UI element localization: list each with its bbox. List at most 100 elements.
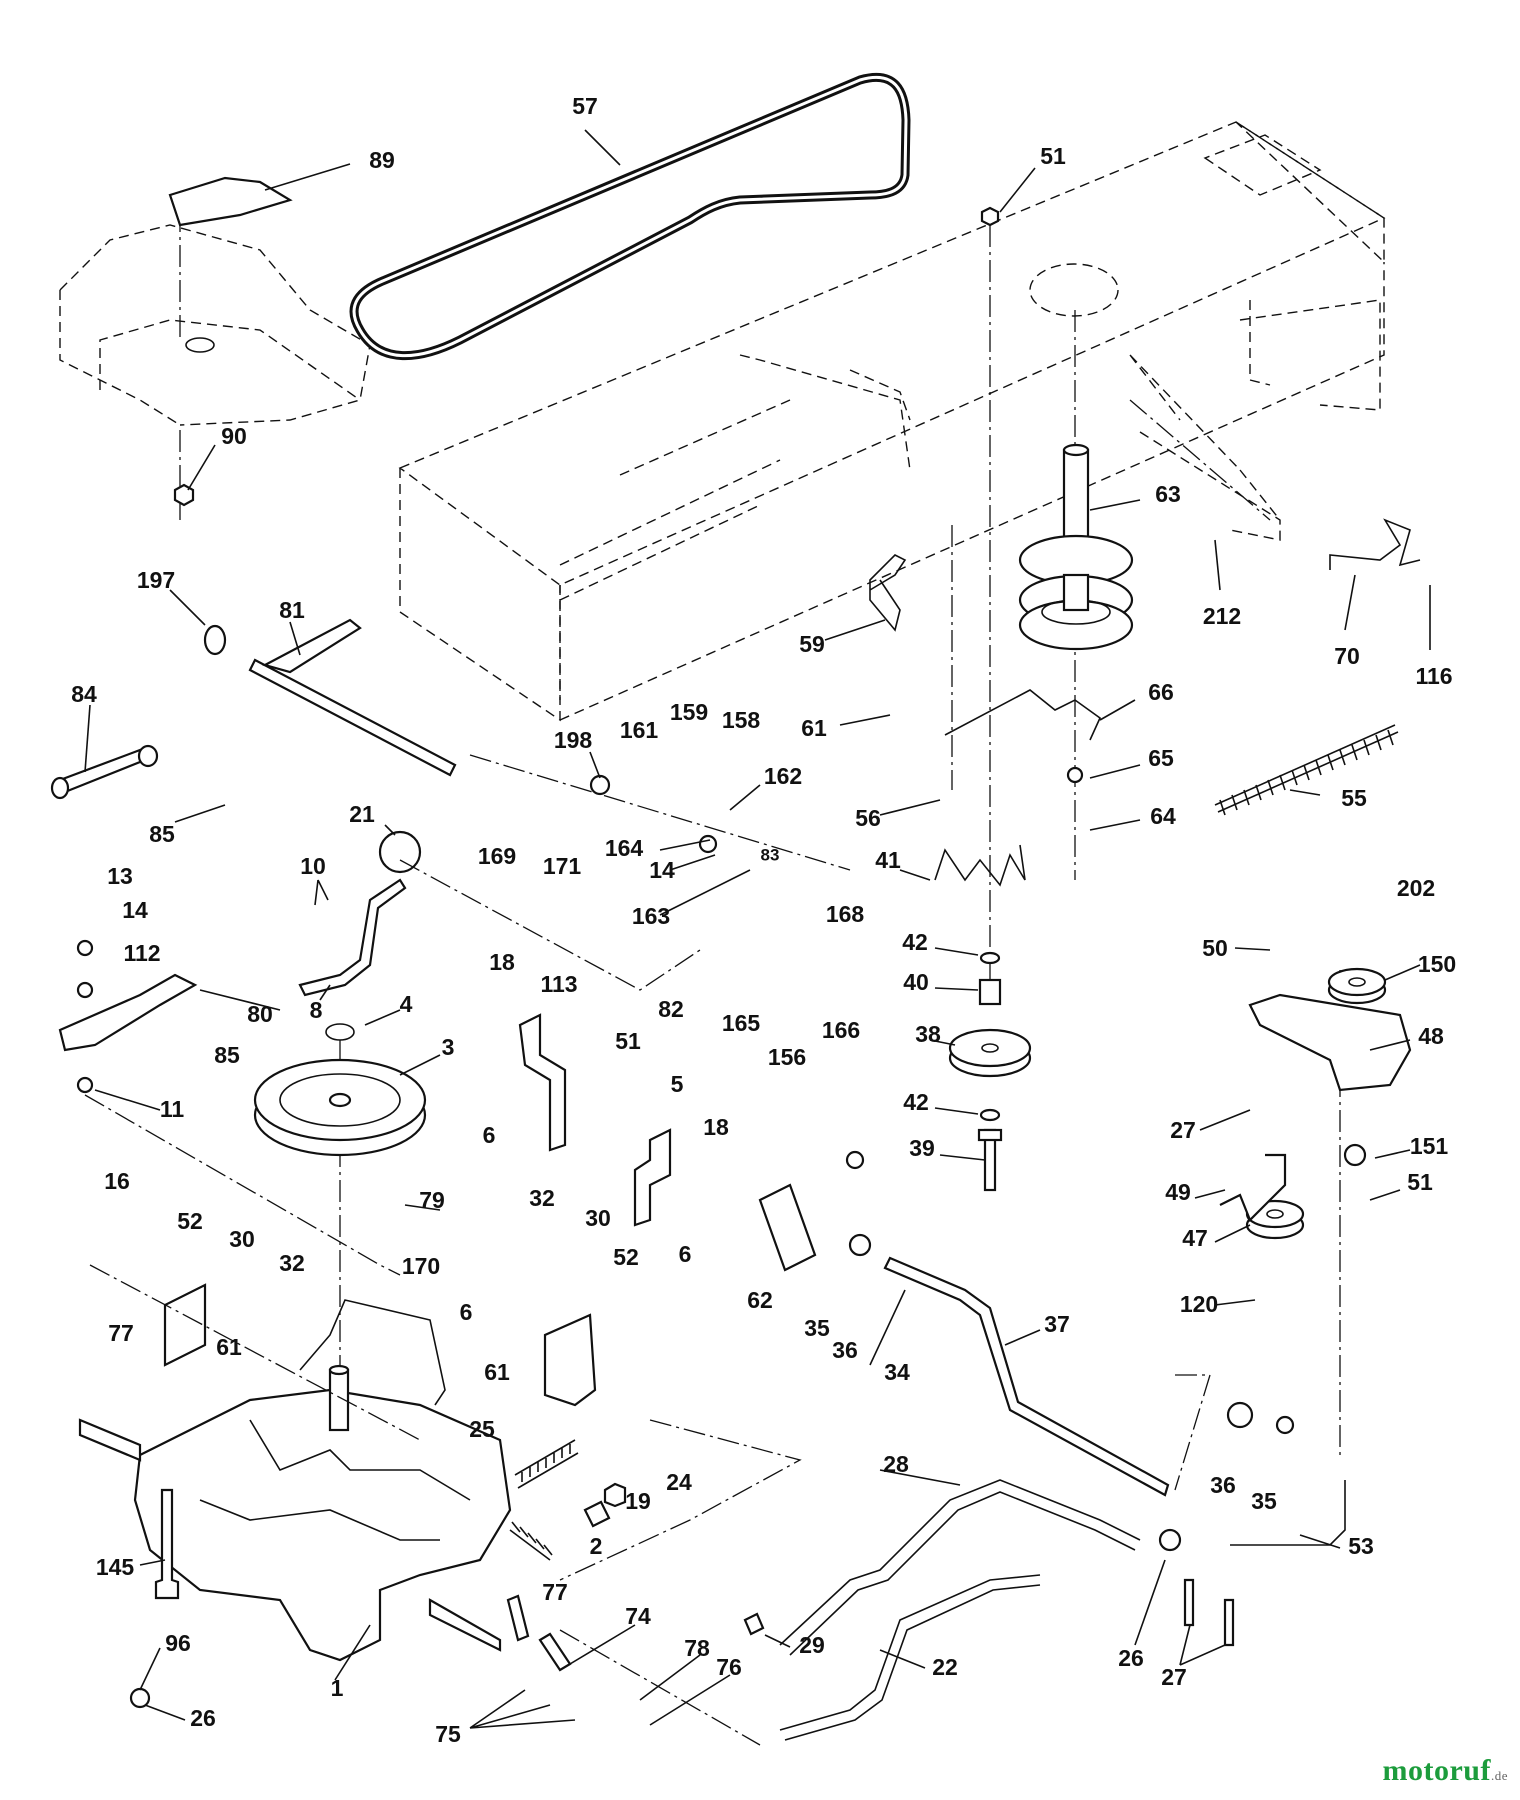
guide-line-lower <box>559 1419 802 1581</box>
part-label-163: 163 <box>632 903 670 929</box>
part-label-49: 49 <box>1165 1179 1191 1205</box>
part-label-150: 150 <box>1418 951 1456 977</box>
watermark: motoruf.de <box>1382 1754 1508 1788</box>
rod-70 <box>1329 518 1421 570</box>
part-label-89: 89 <box>369 147 395 173</box>
part-label-8: 8 <box>310 997 323 1023</box>
bracket-59 <box>869 554 907 632</box>
part-label-27: 27 <box>1170 1117 1196 1143</box>
pulley-150 <box>1327 967 1387 1005</box>
rod-28 <box>779 1479 1141 1656</box>
watermark-tld: .de <box>1490 1768 1508 1783</box>
part-label-42: 42 <box>902 929 928 955</box>
rod-66 <box>944 689 1101 741</box>
part-label-18: 18 <box>489 949 515 975</box>
part-label-47: 47 <box>1182 1225 1208 1251</box>
dash-panel <box>59 210 371 520</box>
part-label-48: 48 <box>1418 1023 1444 1049</box>
part-label-56: 56 <box>855 805 881 831</box>
part-label-2: 2 <box>590 1533 603 1559</box>
part-label-40: 40 <box>903 969 929 995</box>
part-label-151: 151 <box>1410 1133 1449 1159</box>
part-label-112: 112 <box>123 940 160 966</box>
part-label-120: 120 <box>1180 1291 1218 1317</box>
part-label-170: 170 <box>402 1253 440 1279</box>
part-label-63: 63 <box>1155 481 1181 507</box>
part-label-11: 11 <box>160 1096 185 1122</box>
rod-170 <box>299 1299 446 1406</box>
part-label-197: 197 <box>137 567 175 593</box>
part-label-81: 81 <box>279 597 305 623</box>
part-label-74: 74 <box>625 1603 651 1629</box>
guide-line-left <box>84 1094 401 1276</box>
part-label-171: 171 <box>543 853 582 879</box>
part-label-35: 35 <box>1251 1488 1277 1514</box>
part-label-26: 26 <box>190 1705 216 1731</box>
part-label-27: 27 <box>1161 1664 1187 1690</box>
part-label-52: 52 <box>613 1244 639 1270</box>
part-label-38: 38 <box>915 1021 941 1047</box>
part-label-169: 169 <box>478 843 516 869</box>
small-hardware <box>76 766 1367 1709</box>
bracket-5 <box>633 1128 672 1227</box>
part-label-6: 6 <box>483 1122 496 1148</box>
part-label-16: 16 <box>104 1168 130 1194</box>
watermark-brand: motoruf <box>1382 1754 1491 1787</box>
part-label-3: 3 <box>442 1034 455 1060</box>
part-label-10: 10 <box>300 853 326 879</box>
part-label-5: 5 <box>671 1071 684 1097</box>
guide-line-top <box>1129 399 1271 521</box>
part-label-85: 85 <box>149 821 175 847</box>
part-label-202: 202 <box>1397 875 1435 901</box>
cover-plate-89 <box>168 176 293 227</box>
part-label-75: 75 <box>435 1721 461 1747</box>
part-label-32: 32 <box>529 1185 555 1211</box>
part-label-35: 35 <box>804 1315 830 1341</box>
part-label-166: 166 <box>822 1017 860 1043</box>
part-label-51: 51 <box>1040 143 1066 169</box>
part-label-26: 26 <box>1118 1645 1144 1671</box>
part-label-6: 6 <box>460 1299 473 1325</box>
shift-lever-8 <box>298 830 422 997</box>
nut-51-top <box>980 206 1000 227</box>
transaxle-1 <box>78 1364 512 1662</box>
part-label-116: 116 <box>1415 663 1452 689</box>
rod-22 <box>779 1574 1041 1741</box>
part-label-145: 145 <box>96 1554 135 1580</box>
part-label-19: 19 <box>625 1488 651 1514</box>
leader-lines <box>84 129 1431 1729</box>
chassis-frame <box>398 121 1386 722</box>
part-label-113: 113 <box>540 971 577 997</box>
part-label-51: 51 <box>615 1028 641 1054</box>
part-label-25: 25 <box>469 1416 495 1442</box>
part-label-22: 22 <box>932 1654 958 1680</box>
part-label-14: 14 <box>649 857 675 883</box>
part-label-59: 59 <box>799 631 825 657</box>
link-84 <box>50 744 159 800</box>
part-label-61: 61 <box>484 1359 510 1385</box>
spring-25 <box>514 1439 579 1489</box>
part-label-55: 55 <box>1341 785 1367 811</box>
guide-line-bracket <box>469 754 851 871</box>
part-label-34: 34 <box>884 1359 910 1385</box>
part-label-41: 41 <box>875 847 901 873</box>
guide-line-center <box>399 859 701 991</box>
part-label-39: 39 <box>909 1135 935 1161</box>
sleeve-62 <box>758 1183 817 1272</box>
mount-plate-30-right <box>543 1313 597 1407</box>
part-label-80: 80 <box>247 1001 273 1027</box>
part-label-62: 62 <box>747 1287 773 1313</box>
part-label-79: 79 <box>419 1187 445 1213</box>
part-label-164: 164 <box>605 835 644 861</box>
part-label-90: 90 <box>221 423 247 449</box>
part-label-165: 165 <box>722 1010 761 1036</box>
mount-plate-30-left <box>163 1283 207 1367</box>
part-label-78: 78 <box>684 1635 710 1661</box>
part-label-29: 29 <box>799 1632 825 1658</box>
guide-line-bottom <box>559 1629 761 1746</box>
spring-55 <box>1214 724 1399 816</box>
part-label-14: 14 <box>122 897 148 923</box>
part-label-28: 28 <box>883 1451 909 1477</box>
